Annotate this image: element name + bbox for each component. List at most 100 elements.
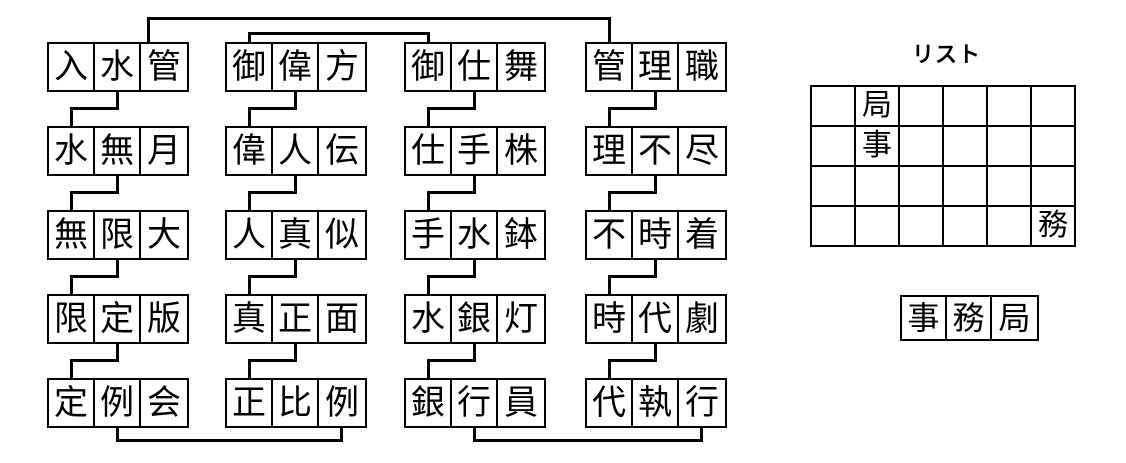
grid-cell[interactable] bbox=[1032, 127, 1076, 167]
grid-cell[interactable] bbox=[812, 87, 856, 127]
kanji-cell[interactable]: 銀 bbox=[452, 296, 498, 342]
kanji-cell[interactable]: 例 bbox=[95, 380, 141, 426]
kanji-cell[interactable]: 水 bbox=[452, 212, 498, 258]
grid-cell[interactable] bbox=[944, 87, 988, 127]
kanji-cell[interactable]: 面 bbox=[319, 296, 365, 342]
word-box-c4-r4[interactable]: 時 代 劇 bbox=[585, 294, 727, 344]
grid-cell[interactable]: 事 bbox=[856, 127, 900, 167]
kanji-cell[interactable]: 方 bbox=[319, 44, 365, 90]
kanji-cell[interactable]: 似 bbox=[319, 212, 365, 258]
answer-kanji-cell[interactable]: 局 bbox=[998, 299, 1031, 337]
grid-cell[interactable]: 局 bbox=[856, 87, 900, 127]
word-box-c1-r3[interactable]: 無 限 大 bbox=[47, 210, 189, 260]
kanji-cell[interactable]: 舞 bbox=[498, 44, 544, 90]
kanji-cell[interactable]: 限 bbox=[95, 212, 141, 258]
word-box-c2-r2[interactable]: 偉 人 伝 bbox=[225, 126, 367, 176]
grid-cell[interactable] bbox=[900, 207, 944, 247]
kanji-cell[interactable]: 灯 bbox=[498, 296, 544, 342]
kanji-cell[interactable]: 水 bbox=[95, 44, 141, 90]
word-box-c4-r1[interactable]: 管 理 職 bbox=[585, 42, 727, 92]
kanji-cell[interactable]: 伝 bbox=[319, 128, 365, 174]
kanji-cell[interactable]: 仕 bbox=[452, 44, 498, 90]
kanji-cell[interactable]: 管 bbox=[587, 44, 633, 90]
kanji-cell[interactable]: 鉢 bbox=[498, 212, 544, 258]
grid-cell[interactable] bbox=[812, 127, 856, 167]
kanji-cell[interactable]: 尽 bbox=[679, 128, 725, 174]
kanji-cell[interactable]: 時 bbox=[587, 296, 633, 342]
word-box-c4-r5[interactable]: 代 執 行 bbox=[585, 378, 727, 428]
grid-cell[interactable] bbox=[856, 167, 900, 207]
kanji-cell[interactable]: 員 bbox=[498, 380, 544, 426]
kanji-cell[interactable]: 版 bbox=[141, 296, 187, 342]
kanji-cell[interactable]: 限 bbox=[49, 296, 95, 342]
kanji-cell[interactable]: 不 bbox=[633, 128, 679, 174]
word-box-c2-r1[interactable]: 御 偉 方 bbox=[225, 42, 367, 92]
word-box-c3-r1[interactable]: 御 仕 舞 bbox=[404, 42, 546, 92]
word-box-c3-r5[interactable]: 銀 行 員 bbox=[404, 378, 546, 428]
kanji-cell[interactable]: 水 bbox=[49, 128, 95, 174]
kanji-cell[interactable]: 着 bbox=[679, 212, 725, 258]
kanji-cell[interactable]: 無 bbox=[49, 212, 95, 258]
grid-cell[interactable] bbox=[900, 127, 944, 167]
word-box-c1-r1[interactable]: 入 水 管 bbox=[47, 42, 189, 92]
grid-cell[interactable] bbox=[900, 87, 944, 127]
grid-cell[interactable] bbox=[944, 167, 988, 207]
grid-cell[interactable] bbox=[988, 167, 1032, 207]
grid-cell[interactable] bbox=[944, 127, 988, 167]
kanji-cell[interactable]: 管 bbox=[141, 44, 187, 90]
kanji-cell[interactable]: 代 bbox=[633, 296, 679, 342]
answer-kanji-cell[interactable]: 務 bbox=[947, 297, 992, 339]
kanji-cell[interactable]: 無 bbox=[95, 128, 141, 174]
kanji-cell[interactable]: 月 bbox=[141, 128, 187, 174]
kanji-cell[interactable]: 代 bbox=[587, 380, 633, 426]
kanji-cell[interactable]: 御 bbox=[406, 44, 452, 90]
kanji-cell[interactable]: 偉 bbox=[273, 44, 319, 90]
kanji-cell[interactable]: 入 bbox=[49, 44, 95, 90]
kanji-cell[interactable]: 執 bbox=[633, 380, 679, 426]
word-box-c4-r2[interactable]: 理 不 尽 bbox=[585, 126, 727, 176]
kanji-cell[interactable]: 人 bbox=[227, 212, 273, 258]
grid-cell[interactable] bbox=[944, 207, 988, 247]
kanji-cell[interactable]: 理 bbox=[633, 44, 679, 90]
word-box-c1-r2[interactable]: 水 無 月 bbox=[47, 126, 189, 176]
grid-cell[interactable]: 務 bbox=[1032, 207, 1076, 247]
word-box-c2-r4[interactable]: 真 正 面 bbox=[225, 294, 367, 344]
kanji-cell[interactable]: 水 bbox=[406, 296, 452, 342]
word-box-c2-r3[interactable]: 人 真 似 bbox=[225, 210, 367, 260]
kanji-cell[interactable]: 比 bbox=[273, 380, 319, 426]
kanji-cell[interactable]: 正 bbox=[227, 380, 273, 426]
kanji-cell[interactable]: 例 bbox=[319, 380, 365, 426]
grid-cell[interactable] bbox=[812, 207, 856, 247]
word-box-c1-r5[interactable]: 定 例 会 bbox=[47, 378, 189, 428]
kanji-cell[interactable]: 真 bbox=[227, 296, 273, 342]
kanji-cell[interactable]: 時 bbox=[633, 212, 679, 258]
grid-cell[interactable] bbox=[856, 207, 900, 247]
kanji-cell[interactable]: 定 bbox=[49, 380, 95, 426]
kanji-cell[interactable]: 正 bbox=[273, 296, 319, 342]
grid-cell[interactable] bbox=[1032, 87, 1076, 127]
kanji-cell[interactable]: 職 bbox=[679, 44, 725, 90]
answer-word-box[interactable]: 事 務 局 bbox=[900, 295, 1039, 341]
answer-kanji-cell[interactable]: 事 bbox=[902, 297, 947, 339]
kanji-cell[interactable]: 銀 bbox=[406, 380, 452, 426]
grid-cell[interactable] bbox=[988, 87, 1032, 127]
word-box-c3-r3[interactable]: 手 水 鉢 bbox=[404, 210, 546, 260]
kanji-cell[interactable]: 手 bbox=[452, 128, 498, 174]
kanji-cell[interactable]: 会 bbox=[141, 380, 187, 426]
grid-cell[interactable] bbox=[988, 127, 1032, 167]
word-box-c3-r2[interactable]: 仕 手 株 bbox=[404, 126, 546, 176]
grid-cell[interactable] bbox=[812, 167, 856, 207]
kanji-cell[interactable]: 理 bbox=[587, 128, 633, 174]
kanji-cell[interactable]: 劇 bbox=[679, 296, 725, 342]
grid-cell[interactable] bbox=[900, 167, 944, 207]
kanji-cell[interactable]: 御 bbox=[227, 44, 273, 90]
word-box-c3-r4[interactable]: 水 銀 灯 bbox=[404, 294, 546, 344]
kanji-cell[interactable]: 人 bbox=[273, 128, 319, 174]
kanji-cell[interactable]: 手 bbox=[406, 212, 452, 258]
word-box-c1-r4[interactable]: 限 定 版 bbox=[47, 294, 189, 344]
word-box-c4-r3[interactable]: 不 時 着 bbox=[585, 210, 727, 260]
kanji-cell[interactable]: 真 bbox=[273, 212, 319, 258]
list-grid[interactable]: 局 事 務 bbox=[810, 85, 1076, 247]
kanji-cell[interactable]: 仕 bbox=[406, 128, 452, 174]
kanji-cell[interactable]: 偉 bbox=[227, 128, 273, 174]
